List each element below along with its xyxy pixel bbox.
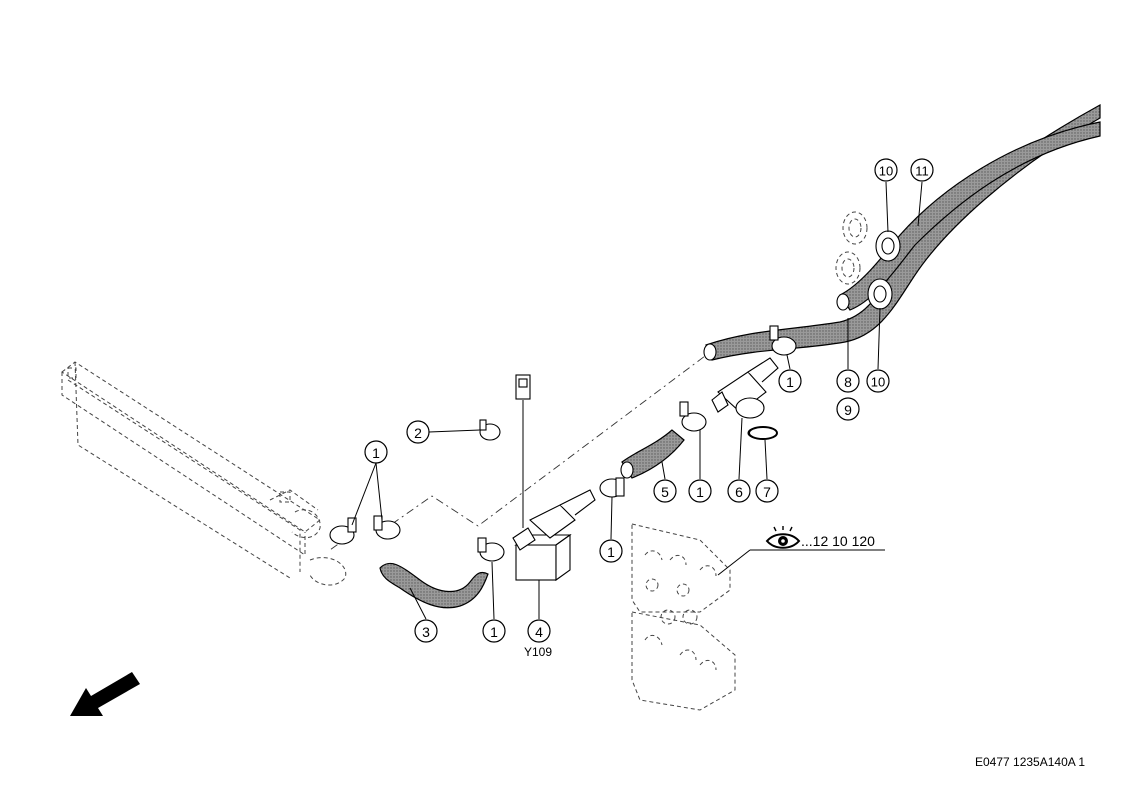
svg-text:3: 3 [422, 624, 430, 640]
svg-text:10: 10 [879, 164, 893, 179]
ghost-rings [835, 211, 868, 285]
svg-text:7: 7 [763, 484, 771, 500]
callout-2[interactable]: 2 [406, 420, 430, 444]
clamp-lower [477, 537, 505, 562]
o-ring-7 [748, 426, 778, 440]
callout-7[interactable]: 7 [755, 479, 779, 503]
reference-link[interactable]: ...12 10 120 [765, 526, 875, 549]
callout-1-left[interactable]: 1 [364, 440, 388, 464]
bracket-assembly-ghost [631, 523, 736, 711]
svg-text:6: 6 [735, 484, 743, 500]
svg-text:1: 1 [372, 445, 380, 461]
callout-11[interactable]: 11 [910, 158, 934, 182]
svg-text:2: 2 [414, 425, 422, 441]
clamp-mid [599, 477, 625, 498]
callout-6[interactable]: 6 [727, 479, 751, 503]
clamp-2 [479, 419, 501, 441]
callout-1-mid[interactable]: 1 [599, 539, 623, 563]
hose-lines-upper [703, 103, 1101, 361]
callout-9[interactable]: 9 [836, 397, 860, 421]
svg-text:11: 11 [915, 164, 929, 179]
svg-text:1: 1 [696, 484, 704, 500]
clamp-upper-right [769, 325, 797, 356]
svg-text:1: 1 [607, 544, 615, 560]
svg-text:8: 8 [844, 374, 852, 390]
svg-text:1: 1 [490, 624, 498, 640]
callout-10-upper[interactable]: 10 [874, 158, 898, 182]
callout-1-mid-right[interactable]: 1 [688, 479, 712, 503]
svg-text:1: 1 [786, 374, 794, 390]
reference-text: ...12 10 120 [801, 533, 875, 549]
callout-1-lower[interactable]: 1 [482, 619, 506, 643]
drawing-code: E0477 1235A140A 1 [975, 755, 1085, 769]
callout-1-upper-right[interactable]: 1 [778, 369, 802, 393]
hose-5 [620, 429, 685, 479]
leader-lines [351, 181, 923, 620]
svg-text:5: 5 [661, 484, 669, 500]
eye-icon [765, 526, 801, 549]
heater-core-ghost [61, 361, 347, 586]
svg-text:10: 10 [871, 375, 885, 390]
svg-text:4: 4 [535, 624, 543, 640]
hose-3 [379, 562, 489, 609]
clamp-left-a [329, 517, 357, 545]
component-label-y109: Y109 [524, 645, 552, 659]
callout-10-lower[interactable]: 10 [866, 369, 890, 393]
valve-4 [512, 374, 596, 582]
callout-3[interactable]: 3 [414, 619, 438, 643]
arrow-icon [70, 672, 140, 716]
svg-text:9: 9 [844, 402, 852, 418]
callout-5[interactable]: 5 [653, 479, 677, 503]
clamp-mid-right [679, 401, 707, 432]
callout-4[interactable]: 4 [527, 619, 551, 643]
callout-8[interactable]: 8 [836, 369, 860, 393]
clamp-left-b [373, 515, 401, 540]
